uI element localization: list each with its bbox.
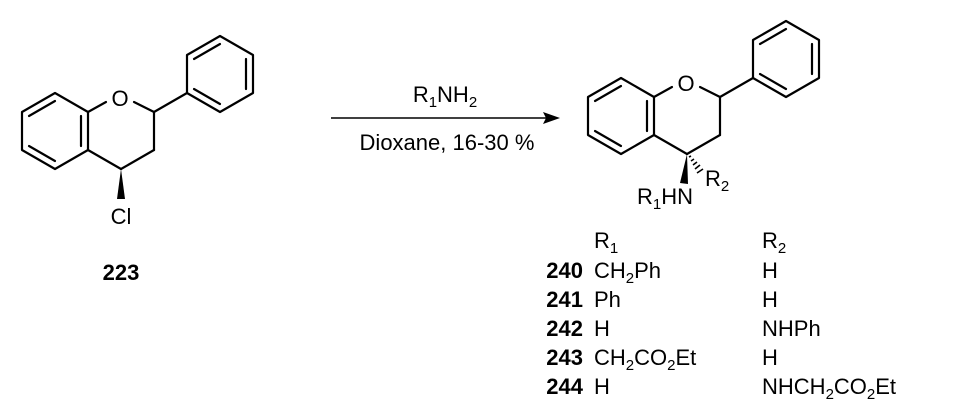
compound-number: 243 [546,345,583,370]
bond-c8a-o [652,85,674,99]
bond-c8a-o [86,100,108,114]
bond-c4-c4a [86,148,123,171]
r2-value: H [762,287,778,312]
chlorine-atom: Cl [111,204,132,229]
reactant-oxygen-atom: O [111,86,128,111]
conditions-label: Dioxane, 16-30 % [360,130,535,155]
reagent-label: R1NH2 [413,82,477,111]
phenyl-ring [751,19,821,99]
benzo-ring [20,91,90,171]
table-row: 242 H NHPh [546,316,820,341]
phenyl-ring [185,34,255,114]
amine-group-label: R1HN [637,184,693,213]
r2-value: NHPh [762,316,821,341]
table-header-r2: R2 [762,228,786,257]
reactant-structure [20,34,255,171]
aromatic-bond [593,84,623,103]
compound-number: 244 [546,374,583,399]
aromatic-bond [758,27,788,46]
arrow-head-icon [543,112,560,124]
r1-value: H [594,316,610,341]
table-row: 241 Ph H [546,287,778,312]
reactant-compound-number: 223 [103,260,140,285]
bond-c4-c4a [652,133,689,156]
aromatic-bond [593,129,623,148]
bond-c2-phenyl [718,76,755,99]
compound-number: 242 [546,316,583,341]
r2-value: H [762,258,778,283]
r1-value: CH2Ph [594,258,661,287]
bond-o-c2 [132,100,156,114]
table-row: 240 CH2Ph H [546,258,778,287]
r1-value: Ph [594,287,621,312]
bond-o-c2 [698,85,722,99]
table-header-r1: R1 [594,228,618,257]
r1-value: CH2CO2Et [594,345,696,374]
wedge-bond [680,154,688,184]
r2-value: NHCH2CO2Et [762,374,896,403]
r2-value: H [762,345,778,370]
table-row: 244 H NHCH2CO2Et [546,374,896,403]
table-row: 243 CH2CO2Et H [546,345,778,374]
hashed-bond [688,155,704,174]
aromatic-bond [758,72,788,91]
wedge-bond [117,169,125,199]
bond-c2-phenyl [152,91,189,114]
product-oxygen-atom: O [677,71,694,96]
aromatic-bond [192,87,222,106]
compound-number: 241 [546,287,583,312]
r2-group-label: R2 [705,166,729,195]
product-structure [586,19,821,156]
bond-c3-c4 [119,148,156,171]
bond-c3-c4 [685,133,722,156]
aromatic-bond [192,42,222,61]
aromatic-bond [27,99,57,118]
benzo-ring [586,76,656,156]
compound-number: 240 [546,258,583,283]
aromatic-bond [27,144,57,163]
r1-value: H [594,374,610,399]
